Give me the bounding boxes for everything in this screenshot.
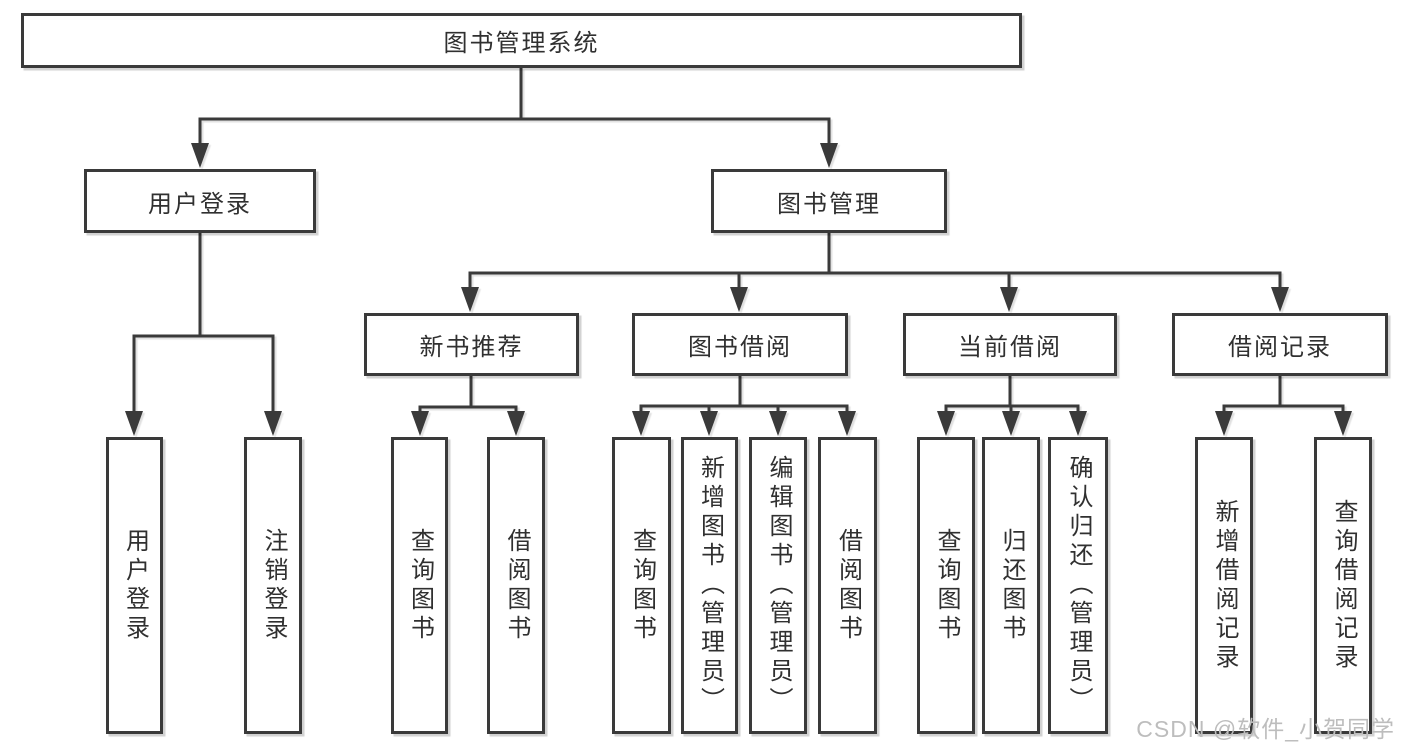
node-current-borrowing: 当前借阅 [903, 313, 1117, 376]
node-user-login: 用户登录 [84, 169, 316, 233]
leaf-label: 借阅图书 [834, 527, 862, 644]
leaf-label: 新增借阅记录 [1211, 498, 1238, 673]
node-book-management: 图书管理 [711, 169, 947, 233]
leaf-label: 注销登录 [260, 527, 287, 644]
node-label: 用户登录 [148, 190, 252, 218]
edge-borrowrecords-to-leaves [1222, 375, 1345, 414]
edge-userlogin-to-leaves [132, 233, 275, 414]
leaf-borrow-books-recommend: 借阅图书 [487, 437, 545, 734]
node-label: 图书管理系统 [443, 30, 600, 57]
leaf-borrow-books: 借阅图书 [818, 437, 877, 734]
leaf-query-borrow-record: 查询借阅记录 [1314, 437, 1372, 734]
leaf-label: 归还图书 [998, 527, 1025, 644]
leaf-add-books-admin: 新增图书（管理员） [681, 437, 738, 734]
leaf-return-books: 归还图书 [982, 437, 1040, 734]
edge-newbooks-to-leaves [418, 375, 518, 414]
leaf-add-borrow-record: 新增借阅记录 [1195, 437, 1253, 734]
edge-bookmgmt-to-level3 [468, 233, 1282, 290]
leaf-user-login: 用户登录 [106, 437, 163, 734]
leaf-label: 借阅图书 [503, 527, 530, 644]
leaf-logout: 注销登录 [244, 437, 302, 734]
leaf-query-books-recommend: 查询图书 [391, 437, 448, 734]
arrowheads [125, 143, 1352, 436]
node-label: 借阅记录 [1228, 334, 1332, 361]
watermark-text: CSDN @软件_小贺同学 [1136, 716, 1395, 742]
node-label: 图书借阅 [688, 334, 792, 361]
node-label: 当前借阅 [958, 334, 1062, 361]
leaf-label: 确认归还（管理员） [1065, 455, 1092, 716]
leaf-label: 编辑图书（管理员） [765, 455, 792, 716]
leaf-label: 查询图书 [628, 527, 656, 644]
leaf-label: 新增图书（管理员） [696, 455, 724, 716]
node-label: 新书推荐 [419, 334, 524, 361]
leaf-confirm-return-admin: 确认归还（管理员） [1048, 437, 1108, 734]
node-borrowing-records: 借阅记录 [1172, 313, 1388, 376]
leaf-label: 查询借阅记录 [1330, 498, 1357, 673]
leaf-label: 查询图书 [406, 527, 434, 644]
edge-bookborrow-to-leaves [639, 375, 849, 414]
leaf-query-books-borrow: 查询图书 [612, 437, 671, 734]
node-new-book-recommend: 新书推荐 [364, 313, 579, 376]
node-root-system: 图书管理系统 [21, 13, 1022, 68]
node-book-borrowing: 图书借阅 [632, 313, 848, 376]
leaf-edit-books-admin: 编辑图书（管理员） [749, 437, 807, 734]
edge-currentborrow-to-leaves [944, 375, 1080, 414]
leaf-query-books-current: 查询图书 [917, 437, 975, 734]
leaf-label: 查询图书 [933, 527, 960, 644]
leaf-label: 用户登录 [121, 527, 149, 644]
edge-root-to-level2 [198, 68, 831, 146]
node-label: 图书管理 [777, 190, 881, 218]
